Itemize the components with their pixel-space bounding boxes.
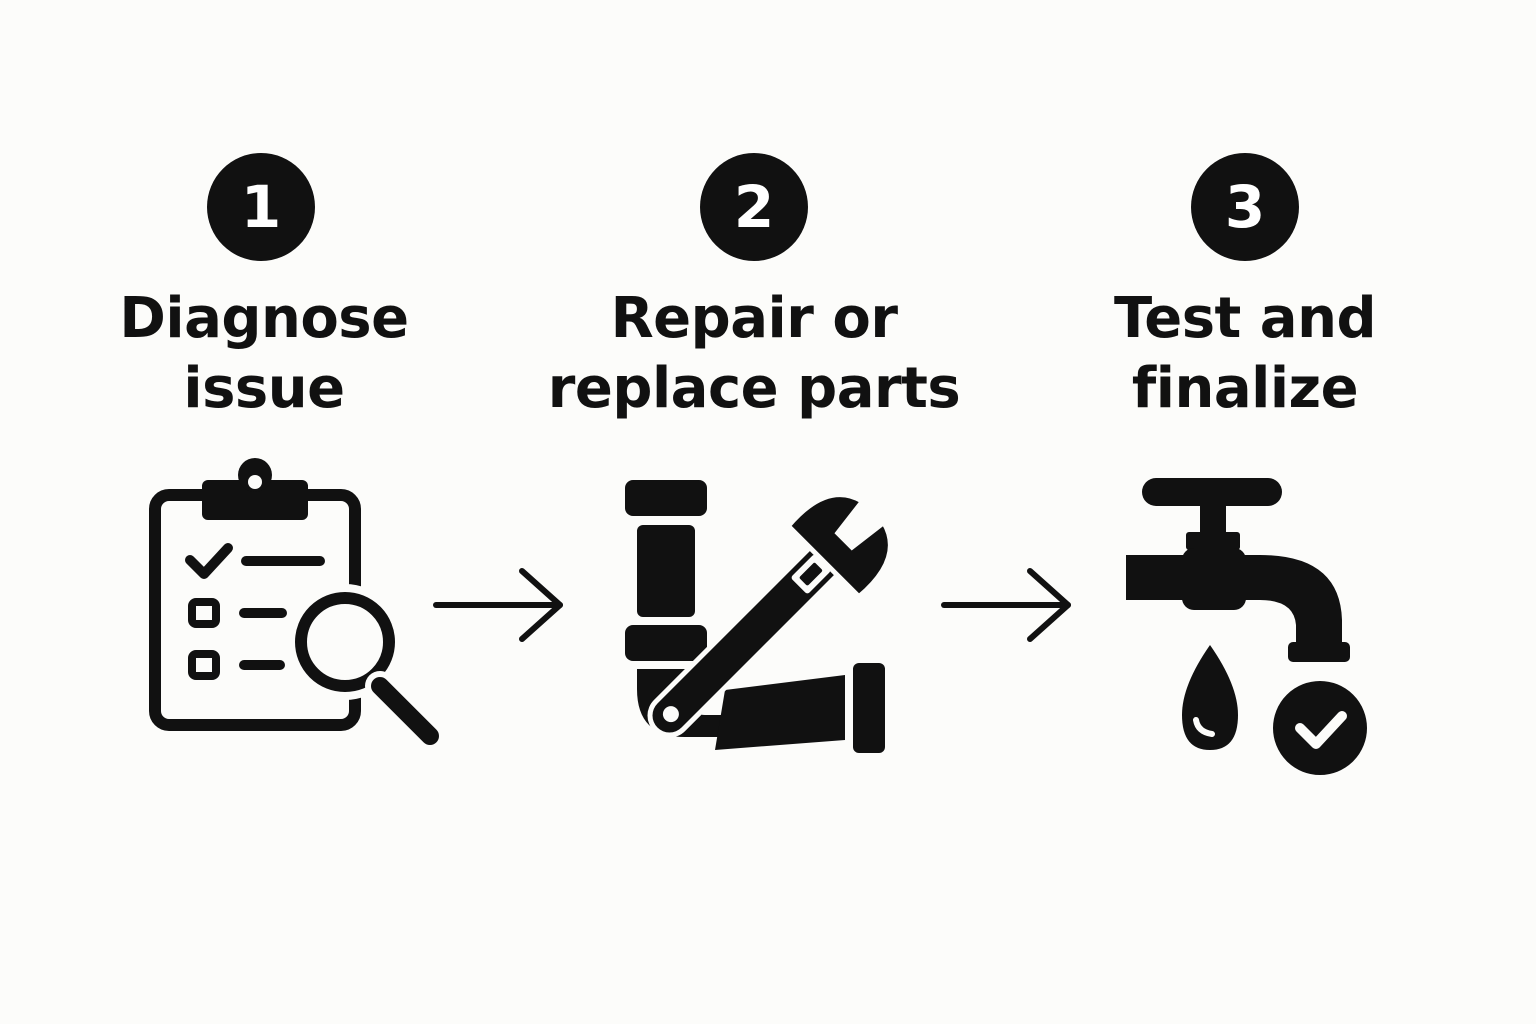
step-1-title-line2: issue bbox=[183, 356, 345, 421]
pipe-wrench-icon bbox=[625, 480, 893, 753]
step-2-number-badge: 2 bbox=[700, 153, 808, 261]
step-3-title: Test and finalize bbox=[1015, 284, 1475, 424]
step-2-title-line2: replace parts bbox=[547, 356, 961, 421]
arrow-right-icon bbox=[941, 568, 1071, 642]
step-1-number-badge: 1 bbox=[207, 153, 315, 261]
step-3-number-badge: 3 bbox=[1191, 153, 1299, 261]
step-2-title-line1: Repair or bbox=[610, 286, 898, 351]
step-3-title-line1: Test and bbox=[1113, 286, 1377, 351]
faucet-check-icon bbox=[1126, 478, 1373, 781]
step-2-title: Repair or replace parts bbox=[524, 284, 984, 424]
step-3-title-line2: finalize bbox=[1131, 356, 1359, 421]
clipboard-search-icon bbox=[149, 458, 445, 751]
arrow-right-icon bbox=[433, 568, 563, 642]
step-1-title-line1: Diagnose bbox=[119, 286, 409, 351]
step-1-title: Diagnose issue bbox=[34, 284, 494, 424]
